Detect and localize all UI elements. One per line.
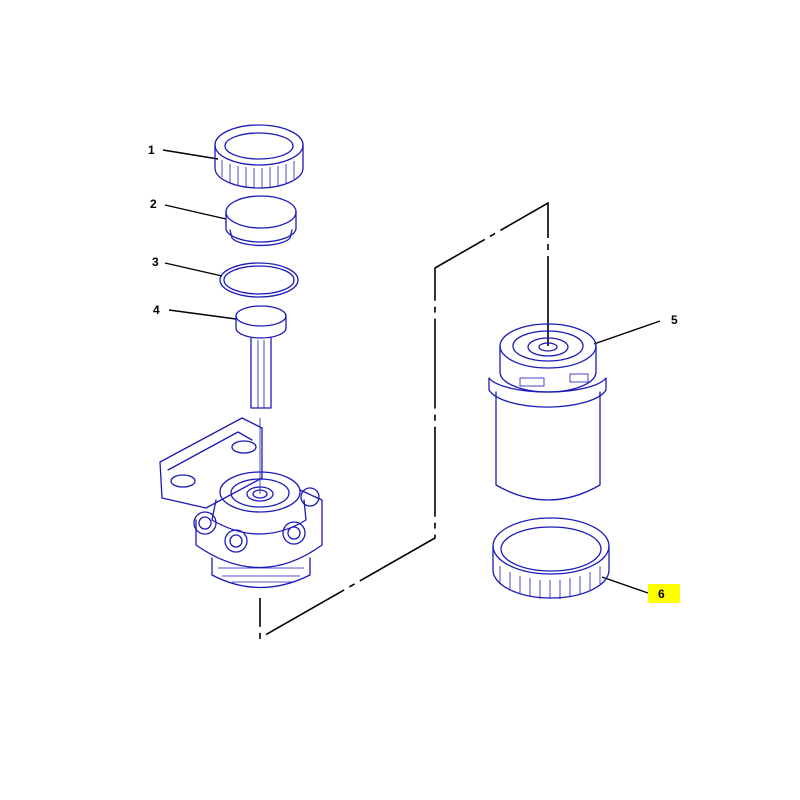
callout-3-label: 3 xyxy=(152,255,159,269)
filter-element-part xyxy=(488,323,607,501)
callout-6-leader xyxy=(601,576,649,594)
callout-4-label: 4 xyxy=(153,303,160,317)
o-ring-part xyxy=(219,262,299,298)
plunger-part xyxy=(235,305,287,409)
callout-6-label: 6 xyxy=(658,587,665,601)
callout-4-leader xyxy=(168,309,237,320)
assembly-phantom-line xyxy=(259,201,549,640)
collar-ring-part xyxy=(492,517,610,599)
callout-3-leader xyxy=(164,262,223,277)
callout-6-highlight xyxy=(648,584,680,603)
cap-part xyxy=(225,195,297,247)
callout-5-leader xyxy=(593,320,661,345)
callout-2-label: 2 xyxy=(150,197,157,211)
filter-head-part xyxy=(159,417,323,589)
callout-2-leader xyxy=(164,204,227,220)
callout-1-leader xyxy=(162,149,219,160)
callout-1-label: 1 xyxy=(148,143,155,157)
callout-5-label: 5 xyxy=(671,313,678,327)
retaining-ring-part xyxy=(214,124,304,189)
